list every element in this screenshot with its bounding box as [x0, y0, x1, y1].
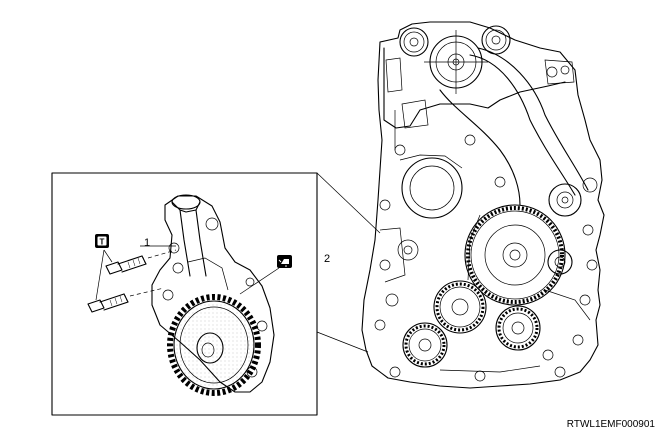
camshaft-sprocket-left: [399, 27, 429, 57]
mounting-bolt-lower: [87, 293, 129, 313]
chain-tensioner: [548, 177, 598, 217]
lower-right-gear: [495, 305, 541, 351]
inset-leader-bottom: [316, 331, 369, 353]
torque-symbol-icon: T: [95, 234, 109, 248]
small-idler-gear: [547, 249, 573, 275]
callout-1: 1: [144, 237, 150, 249]
engine-block: [361, 21, 605, 389]
figure-id: RTWL1EMF000901: [566, 419, 655, 430]
oil-pump-drive-gear: [167, 294, 261, 396]
oil-pump-detail-inset: T 1 2: [51, 172, 381, 416]
camshaft-sprocket-right: [481, 25, 511, 55]
mounting-bolt-upper: [105, 255, 147, 275]
torque-symbol-letter: T: [100, 238, 105, 247]
oil-pump-body: [151, 194, 275, 393]
oil-can-icon: [277, 255, 292, 268]
inset-leader-top: [316, 172, 381, 234]
callout-2: 2: [324, 253, 330, 265]
lower-idler-gear: [433, 280, 487, 334]
idler-sprocket-upper: [424, 30, 488, 94]
block-bolt-holes: [374, 134, 598, 382]
oil-pump-installed-gear: [402, 322, 448, 368]
main-drive-gear: [464, 204, 566, 306]
